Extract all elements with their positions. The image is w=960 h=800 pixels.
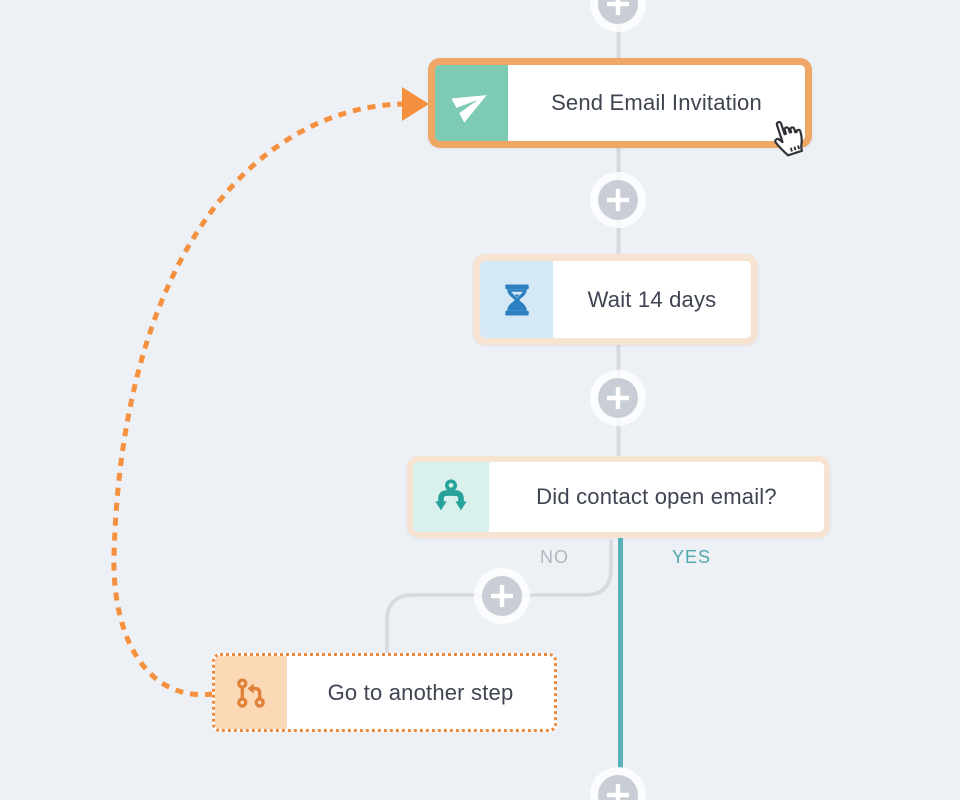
goto-branch-icon	[215, 656, 287, 729]
node-did-contact-open-email[interactable]: Did contact open email?	[407, 456, 830, 538]
node-wait-14-days[interactable]: Wait 14 days	[473, 254, 758, 345]
cursor-pointer-hand-icon	[762, 111, 806, 166]
add-step-button-top[interactable]	[590, 0, 646, 32]
plus-icon	[598, 180, 638, 220]
plus-icon	[598, 0, 638, 24]
goto-loop-dashed-arrow	[111, 101, 404, 698]
node-label: Wait 14 days	[553, 261, 751, 338]
branch-label-no: NO	[540, 547, 569, 567]
node-go-to-another-step[interactable]: Go to another step	[212, 653, 557, 732]
node-send-email-invitation[interactable]: Send Email Invitation	[428, 58, 812, 148]
goto-loop-arrowhead-icon	[402, 87, 429, 121]
node-label: Send Email Invitation	[508, 65, 805, 141]
add-step-button-no-branch[interactable]	[474, 568, 530, 624]
plus-icon	[598, 775, 638, 800]
add-step-button-after-email[interactable]	[590, 172, 646, 228]
paper-plane-icon	[435, 65, 508, 141]
plus-icon	[598, 378, 638, 418]
node-label: Did contact open email?	[489, 462, 824, 532]
plus-icon	[482, 576, 522, 616]
add-step-button-after-wait[interactable]	[590, 370, 646, 426]
branch-label-yes: YES	[672, 547, 712, 567]
split-arrows-icon	[413, 462, 489, 532]
node-label: Go to another step	[287, 656, 554, 729]
hourglass-icon	[480, 261, 553, 338]
